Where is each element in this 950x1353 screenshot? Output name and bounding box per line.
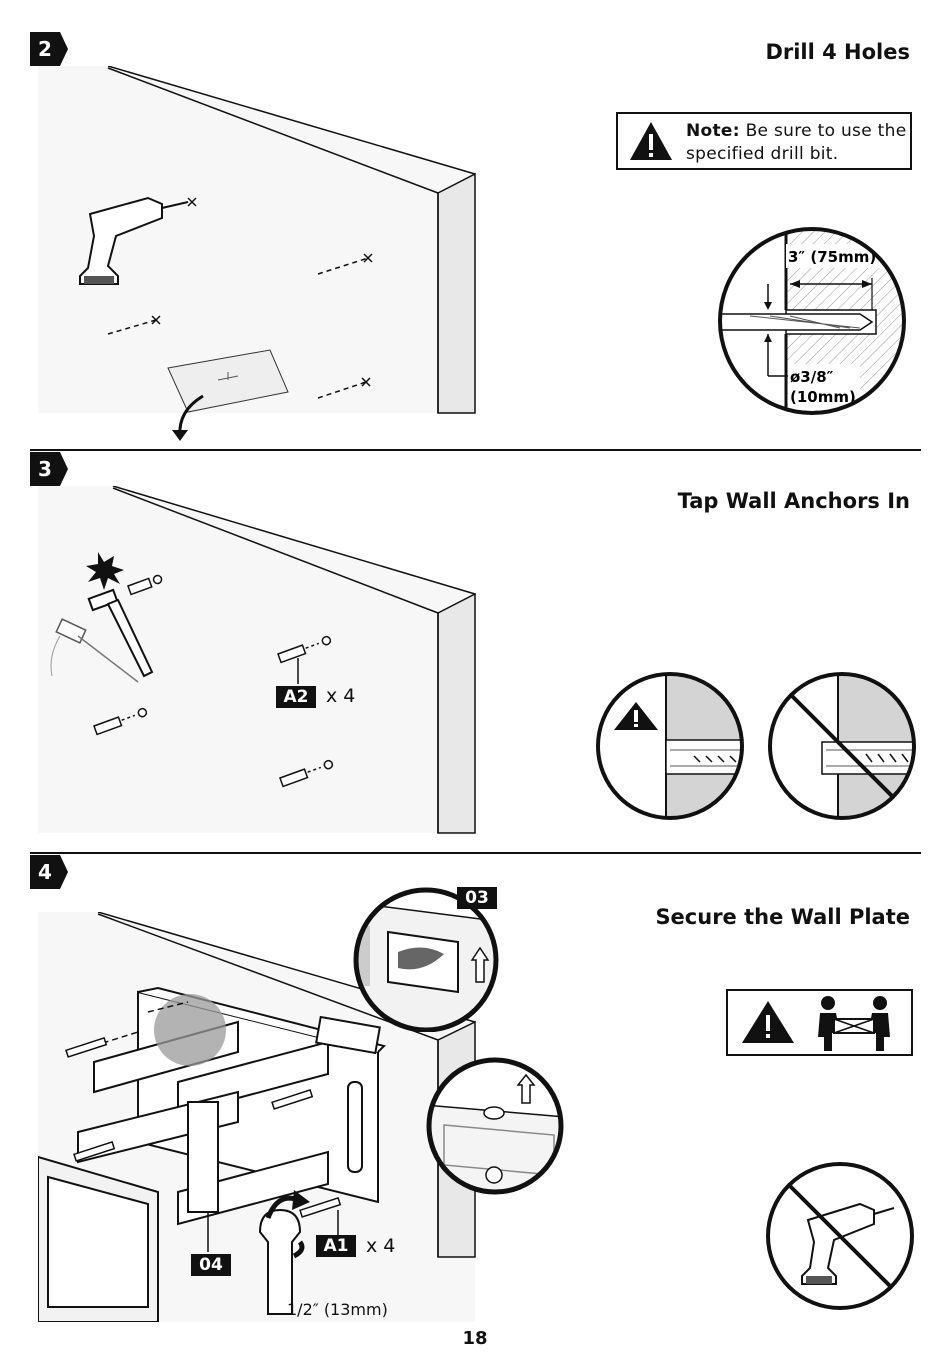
lag-bolt-part-tag: A1 (316, 1235, 356, 1257)
note-line2: specified drill bit. (686, 144, 838, 164)
diameter-label-2: (10mm) (790, 388, 856, 406)
bubble-level-detail (424, 1055, 566, 1197)
step-number: 2 (30, 32, 60, 66)
wall-drilling-illustration (38, 66, 483, 441)
wall-anchors-illustration (38, 486, 483, 836)
anchor-correct-detail (594, 670, 746, 822)
two-person-lift-icon (814, 993, 894, 1053)
page-number: 18 (0, 1328, 950, 1349)
step-title: Tap Wall Anchors In (678, 489, 910, 513)
note-box: Note: Be sure to use the specified drill… (616, 112, 912, 170)
warning-icon (628, 120, 674, 162)
highlight-circle (154, 994, 226, 1066)
anchor-incorrect-detail (766, 670, 918, 822)
wrench-size: 1/2″ (13mm) (287, 1300, 388, 1319)
anchor-part-tag: A2 (276, 686, 316, 708)
anchor-quantity: x 4 (326, 685, 355, 707)
note-text: Note: Be sure to use the specified drill… (686, 120, 906, 166)
drill-depth-detail: 3″ (75mm) ø3/8″ (10mm) (710, 222, 916, 420)
step-title: Drill 4 Holes (765, 40, 910, 64)
step-4-badge: 4 (30, 855, 68, 889)
lag-bolt-quantity: x 4 (366, 1235, 395, 1257)
two-person-warning-box (726, 989, 913, 1056)
level-part-tag: 03 (457, 887, 497, 909)
arm-part-tag: 04 (191, 1254, 231, 1276)
no-power-drill-detail (764, 1160, 916, 1312)
section-divider (30, 852, 921, 854)
warning-icon (740, 997, 800, 1047)
step-3-badge: 3 (30, 452, 68, 486)
depth-label: 3″ (75mm) (788, 248, 876, 266)
section-divider (30, 449, 921, 451)
step-number: 4 (30, 855, 60, 889)
note-line1: Be sure to use the (740, 121, 907, 141)
diameter-label-1: ø3/8″ (790, 368, 834, 386)
step-number: 3 (30, 452, 60, 486)
step-title: Secure the Wall Plate (655, 905, 910, 929)
note-label: Note: (686, 121, 740, 141)
step-2-badge: 2 (30, 32, 68, 66)
